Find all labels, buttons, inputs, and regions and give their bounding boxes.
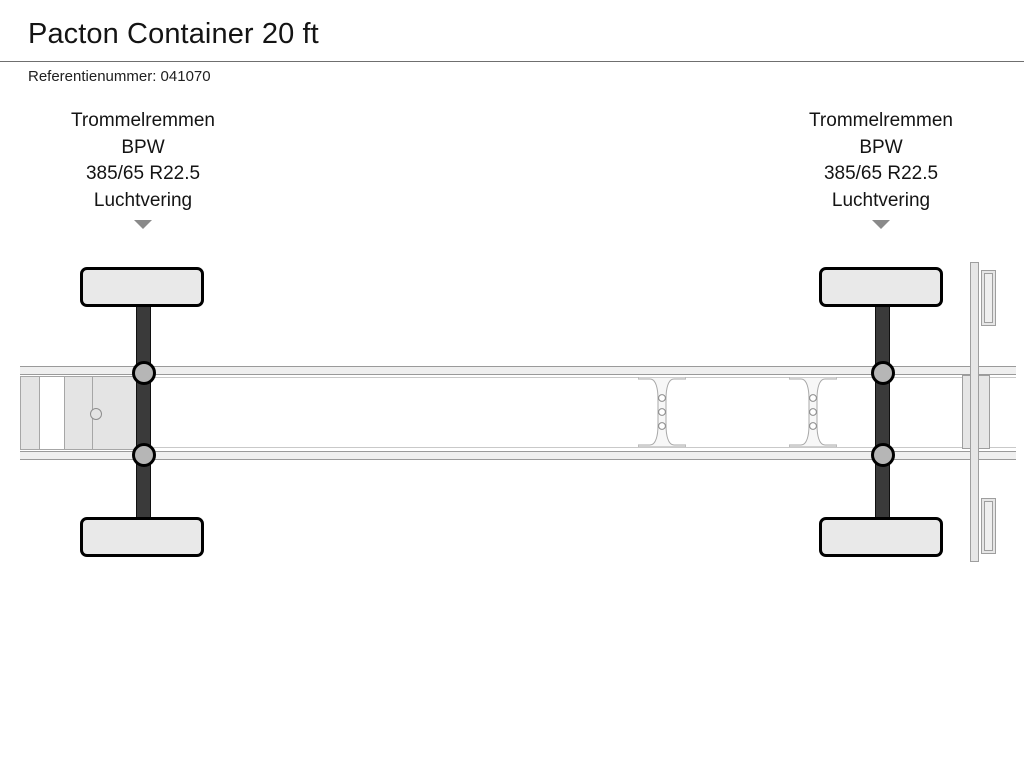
hub-left-top: [132, 361, 156, 385]
rear-light-top-inner: [984, 273, 993, 323]
axle-spec-suspension-left: Luchtvering: [93, 189, 193, 211]
axle-spec-brand-left: BPW: [121, 136, 165, 158]
page-title: Pacton Container 20 ft: [28, 18, 319, 50]
axle-assembly-right: [819, 262, 945, 562]
axle-beam-left: [136, 296, 151, 528]
kingpin-circle-icon: [90, 408, 102, 420]
rear-bumper-assembly: [962, 262, 1024, 562]
hub-right-top: [871, 361, 895, 385]
chassis-web-line-top: [20, 377, 1016, 378]
axle-spec-label-left: Trommelremmen BPW 385/65 R22.5 Luchtveri…: [13, 108, 273, 214]
rear-vertical-post: [970, 262, 979, 562]
tire-left-bottom: [80, 517, 204, 557]
hub-right-bottom: [871, 443, 895, 467]
front-box-gap: [39, 377, 65, 449]
tire-right-top: [819, 267, 943, 307]
gusset-plate-left: [638, 377, 686, 447]
axle-spec-tiresize-right: 385/65 R22.5: [823, 163, 939, 184]
tire-right-bottom: [819, 517, 943, 557]
hub-left-bottom: [132, 443, 156, 467]
tire-left-top: [80, 267, 204, 307]
header-divider: [0, 61, 1024, 62]
axle-spec-suspension-right: Luchtvering: [831, 189, 931, 211]
axle-spec-brakes-left: Trommelremmen: [71, 110, 215, 131]
pointer-down-icon-left: [134, 220, 152, 229]
reference-number: Referentienummer: 041070: [28, 68, 211, 85]
pointer-down-icon-right: [872, 220, 890, 229]
axle-spec-brakes-right: Trommelremmen: [809, 110, 953, 131]
axle-assembly-left: [80, 262, 206, 562]
chassis-web-line-bottom: [20, 447, 1016, 448]
axle-spec-brand-right: BPW: [859, 136, 903, 158]
axle-spec-label-right: Trommelremmen BPW 385/65 R22.5 Luchtveri…: [751, 108, 1011, 214]
axle-beam-right: [875, 296, 890, 528]
rear-light-bottom-inner: [984, 501, 993, 551]
axle-spec-tiresize-left: 385/65 R22.5: [85, 163, 201, 184]
chassis-rail-top: [20, 366, 1016, 375]
gusset-plate-right: [789, 377, 837, 447]
chassis-rail-bottom: [20, 451, 1016, 460]
